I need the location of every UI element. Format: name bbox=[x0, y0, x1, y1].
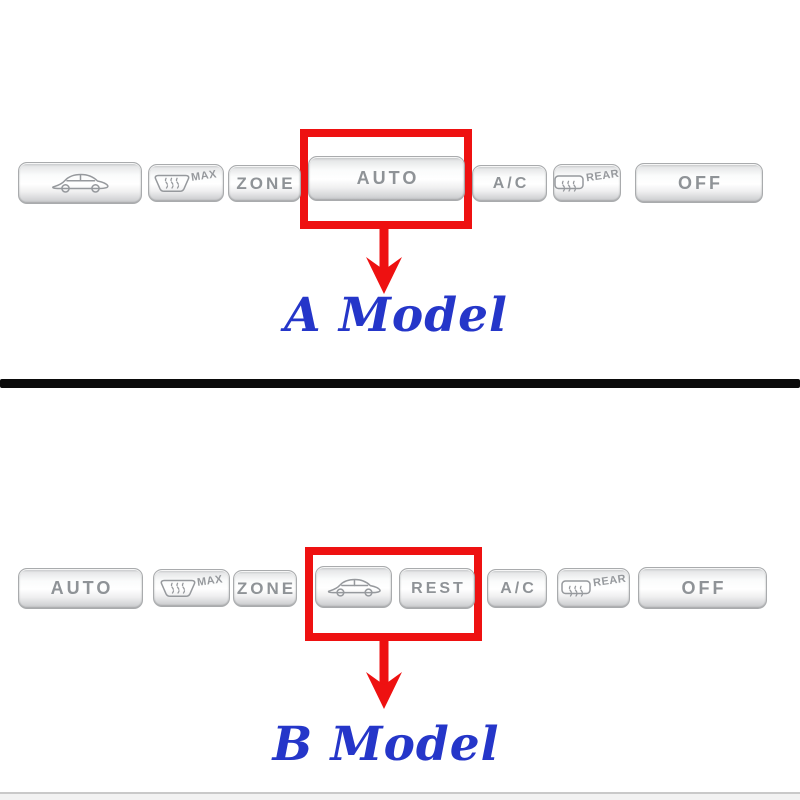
button-defrost-max[interactable]: MAX bbox=[148, 164, 224, 202]
rear-defrost-icon bbox=[561, 580, 591, 597]
button-rear-defrost[interactable]: REAR bbox=[557, 568, 630, 608]
bottom-edge-line bbox=[0, 792, 800, 800]
ac-label: A/C bbox=[500, 579, 537, 597]
model-a-label: A Model bbox=[284, 288, 508, 343]
windshield-defrost-icon bbox=[160, 579, 195, 598]
rest-label: REST bbox=[411, 579, 466, 597]
defrost-max-label: MAX bbox=[190, 168, 218, 184]
button-recirculation[interactable] bbox=[18, 162, 142, 204]
car-recirculation-icon bbox=[327, 578, 381, 597]
button-auto[interactable]: AUTO bbox=[308, 156, 465, 201]
arrow-down-a bbox=[364, 226, 404, 296]
button-ac[interactable]: A/C bbox=[472, 165, 547, 202]
button-off[interactable]: OFF bbox=[638, 567, 767, 609]
button-recirculation[interactable] bbox=[315, 566, 392, 608]
section-divider bbox=[0, 379, 800, 388]
button-rear-defrost[interactable]: REAR bbox=[553, 164, 621, 202]
button-defrost-max[interactable]: MAX bbox=[153, 569, 230, 607]
model-b-label: B Model bbox=[272, 717, 500, 772]
rear-defrost-label: REAR bbox=[585, 167, 621, 185]
button-zone[interactable]: ZONE bbox=[233, 570, 297, 607]
off-label: OFF bbox=[678, 172, 723, 193]
button-rest[interactable]: REST bbox=[399, 568, 475, 609]
zone-label: ZONE bbox=[236, 578, 297, 598]
off-label: OFF bbox=[681, 577, 727, 598]
highlight-box-b bbox=[305, 547, 482, 641]
rear-defrost-icon bbox=[554, 175, 585, 192]
button-zone[interactable]: ZONE bbox=[228, 165, 301, 202]
auto-label: AUTO bbox=[50, 578, 114, 598]
model-b-section: AUTO MAX ZONE bbox=[0, 388, 800, 800]
rear-defrost-label: REAR bbox=[592, 572, 627, 590]
car-recirculation-icon bbox=[52, 173, 109, 193]
defrost-max-label: MAX bbox=[195, 573, 224, 589]
model-a-section: MAX ZONE AUTO A/C REAR OFF bbox=[0, 0, 800, 380]
windshield-defrost-icon bbox=[154, 174, 190, 193]
button-ac[interactable]: A/C bbox=[487, 569, 547, 608]
zone-label: ZONE bbox=[236, 173, 296, 193]
button-auto[interactable]: AUTO bbox=[18, 568, 143, 609]
auto-label: AUTO bbox=[356, 168, 420, 188]
ac-label: A/C bbox=[492, 174, 530, 192]
arrow-down-b bbox=[364, 641, 404, 711]
highlight-box-a bbox=[300, 129, 472, 229]
button-off[interactable]: OFF bbox=[635, 163, 763, 203]
